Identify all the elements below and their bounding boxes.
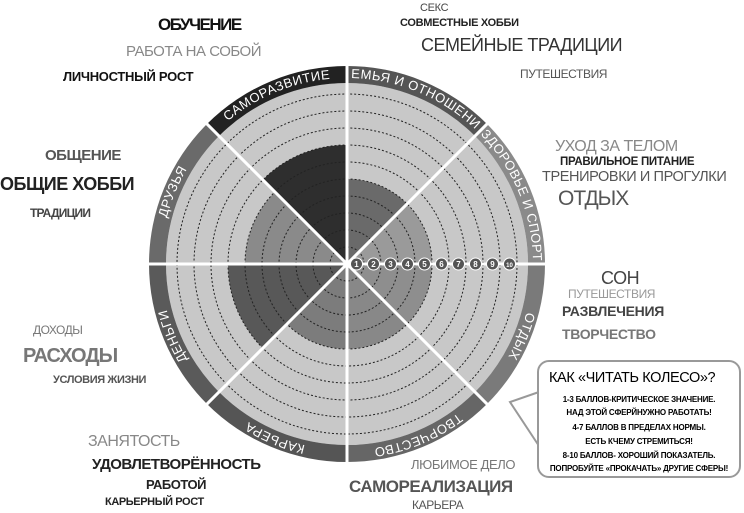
scale-marker	[350, 257, 363, 271]
word-rashody: РАСХОДЫ	[23, 345, 118, 367]
scale-number: 3	[388, 260, 393, 269]
sector-score-fill	[262, 145, 347, 264]
sector-score-fill	[347, 264, 408, 349]
scale-number: 6	[439, 260, 444, 269]
scale-marker	[384, 257, 397, 271]
scale-number: 5	[422, 260, 427, 269]
word-obshchenie: ОБЩЕНИЕ	[45, 147, 121, 164]
scale-number: 10	[506, 263, 513, 269]
scale-number: 9	[490, 260, 495, 269]
scale-number: 4	[405, 260, 410, 269]
word-seks: СЕКС	[420, 2, 449, 14]
sector-band	[347, 391, 488, 462]
scale-marker	[486, 257, 499, 271]
callout-tail	[508, 391, 540, 447]
callout-title: КАК «ЧИТАТЬ КОЛЕСО»?	[549, 370, 716, 386]
sector-divider	[204, 121, 349, 266]
word-razvlecheniya: РАЗВЛЕЧЕНИЯ	[562, 303, 665, 319]
sector-band	[474, 123, 545, 264]
sector-band	[149, 123, 220, 264]
word-rabotoy: РАБОТОЙ	[146, 477, 206, 492]
scale-number: 7	[456, 260, 461, 269]
scale-marker	[401, 257, 414, 271]
scale-marker	[418, 257, 431, 271]
word-usloviya-zhizni: УСЛОВИЯ ЖИЗНИ	[53, 374, 146, 386]
sector-band	[206, 66, 347, 137]
sector-score-fill	[347, 203, 432, 264]
callout-line: ЕСТЬ КЧЕМУ СТРЕМИТЬСЯ!	[585, 437, 693, 446]
sector-score-fill	[286, 264, 347, 349]
scale-number: 1	[354, 260, 359, 269]
word-trenirovki: ТРЕНИРОВКИ И ПРОГУЛКИ	[542, 169, 727, 185]
word-zanyatost: ЗАНЯТОСТЬ	[88, 433, 180, 450]
word-kariera: КАРЬЕРА	[412, 498, 464, 512]
scale-marker	[367, 257, 380, 271]
how-to-read-callout: КАК «ЧИТАТЬ КОЛЕСО»? 1-3 БАЛЛОВ-КРИТИЧЕС…	[537, 360, 741, 478]
scale-number: 8	[473, 260, 478, 269]
word-uhod-za-telom: УХОД ЗА ТЕЛОМ	[555, 138, 678, 155]
word-tvorchestvo-rest: ТВОРЧЕСТВО	[562, 326, 656, 342]
callout-line: 1-3 БАЛЛОВ-КРИТИЧЕСКОЕ ЗНАЧЕНИЕ.	[562, 395, 716, 404]
word-pravilnoe-pitanie: ПРАВИЛЬНОЕ ПИТАНИЕ	[560, 156, 695, 168]
sector-score-fill	[228, 264, 347, 349]
word-obshchie-hobbi: ОБЩИЕ ХОББИ	[0, 174, 135, 194]
word-dohody: ДОХОДЫ	[33, 323, 83, 337]
word-lichnostny-rost: ЛИЧНОСТНЫЙ РОСТ	[63, 69, 194, 84]
sector-score-fill	[347, 179, 408, 264]
callout-line: НАД ЭТОЙ СФЕРЙНУЖНО РАБОТАТЬ!	[566, 408, 712, 417]
word-otdyh-health: ОТДЫХ	[558, 187, 629, 210]
sector-divider	[345, 262, 490, 407]
callout-line: 8-10 БАЛЛОВ- ХОРОШИЙ ПОКАЗАТЕЛЬ.	[562, 451, 716, 460]
word-semeynye-traditsii: СЕМЕЙНЫЕ ТРАДИЦИИ	[421, 35, 623, 55]
scale-marker	[452, 257, 465, 271]
sector-score-fill	[245, 191, 347, 264]
word-rabota-na-soboy: РАБОТА НА СОБОЙ	[126, 43, 262, 60]
scale-marker	[469, 257, 482, 271]
word-puteshestviya-rest: ПУТЕШЕСТВИЯ	[568, 287, 656, 301]
callout-line: ПОПРОБУЙТЕ «ПРОКАЧАТЬ» ДРУГИЕ СФЕРЫ!	[549, 464, 729, 473]
word-puteshestviya-family: ПУТЕШЕСТВИЯ	[520, 67, 608, 81]
sector-divider	[204, 262, 349, 407]
word-sovmestnye-hobbi: СОВМЕСТНЫЕ ХОББИ	[400, 17, 519, 29]
sector-divider	[345, 121, 490, 266]
word-karierny-rost: КАРЬЕРНЫЙ РОСТ	[105, 496, 204, 508]
word-samorealizatsiya: САМОРЕАЛИЗАЦИЯ	[349, 477, 513, 496]
scale-marker	[503, 257, 516, 271]
word-traditsii: ТРАДИЦИИ	[30, 206, 91, 220]
word-lyubimoe-delo: ЛЮБИМОЕ ДЕЛО	[411, 457, 516, 472]
scale-number: 2	[371, 260, 376, 269]
word-son: СОН	[601, 268, 640, 288]
sector-band	[347, 66, 488, 137]
sector-band	[474, 264, 545, 405]
word-udovletvorennost: УДОВЛЕТВОРЁННОСТЬ	[92, 456, 261, 473]
sector-band	[149, 264, 220, 405]
sector-band	[206, 391, 347, 462]
sector-score-fill	[347, 264, 432, 325]
word-obuchenie: ОБУЧЕНИЕ	[158, 15, 242, 34]
scale-marker	[435, 257, 448, 271]
callout-line: 4-7 БАЛЛОВ В ПРЕДЕЛАХ НОРМЫ.	[572, 423, 706, 432]
